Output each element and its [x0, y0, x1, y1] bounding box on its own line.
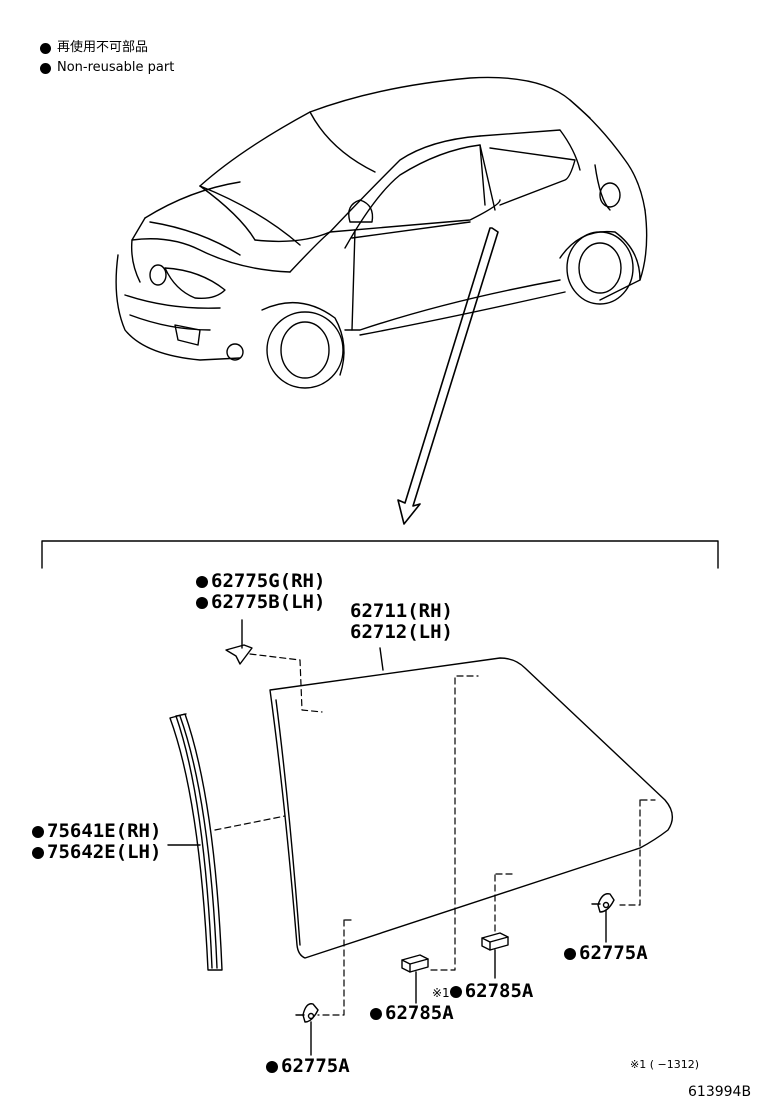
part-label-channel-rh[interactable]: 75641E(RH)	[32, 820, 161, 842]
non-reusable-bullet-icon	[370, 1008, 382, 1020]
part-label-hook-rh[interactable]: 62775G(RH)	[196, 570, 325, 592]
legend-row-jp: 再使用不可部品	[40, 38, 174, 58]
part-label-glass-lh[interactable]: 62712(LH)	[350, 621, 453, 643]
part-number: 62775A	[579, 942, 648, 964]
part-number: 62712(LH)	[350, 621, 453, 643]
pointer-arrow	[397, 227, 499, 525]
part-number: 62775B(LH)	[211, 591, 326, 613]
part-number: 62785A	[385, 1002, 454, 1024]
part-number: 75642E(LH)	[47, 841, 162, 863]
non-reusable-bullet-icon	[32, 826, 44, 838]
clip-right-drawing	[591, 893, 615, 943]
diagram-reference-number: 613994B	[688, 1084, 752, 1100]
non-reusable-bullet-icon	[32, 847, 44, 859]
part-label-glass-rh[interactable]: 62711(RH)	[350, 600, 453, 622]
vehicle-drawing	[115, 76, 648, 389]
bullet-icon	[40, 42, 51, 54]
part-label-clip-right[interactable]: 62775A	[564, 942, 648, 964]
legend: 再使用不可部品 Non-reusable part	[40, 38, 174, 78]
non-reusable-bullet-icon	[266, 1061, 278, 1073]
part-label-spacer-left[interactable]: 62785A	[370, 1002, 454, 1024]
spacer-right-drawing	[481, 932, 509, 979]
part-label-spacer-right[interactable]: ※1 62785A	[432, 980, 533, 1002]
part-number: 75641E(RH)	[47, 820, 162, 842]
part-label-hook-lh[interactable]: 62775B(LH)	[196, 591, 325, 613]
bullet-icon	[40, 62, 51, 74]
group-bracket	[41, 540, 719, 569]
footnote: ※1 ( −1312)	[630, 1058, 700, 1071]
non-reusable-bullet-icon	[196, 576, 208, 588]
non-reusable-bullet-icon	[196, 597, 208, 609]
hook-clip-drawing	[225, 619, 253, 665]
part-number: 62775A	[281, 1055, 350, 1077]
part-label-clip-left[interactable]: 62775A	[266, 1055, 350, 1077]
note-mark: ※1	[432, 986, 450, 1000]
legend-row-en: Non-reusable part	[40, 58, 174, 78]
part-number: 62775G(RH)	[211, 570, 326, 592]
part-number: 62785A	[464, 980, 534, 1002]
channel-drawing	[169, 713, 223, 971]
non-reusable-bullet-icon	[449, 986, 462, 998]
part-number: 62711(RH)	[350, 600, 453, 622]
clip-left-drawing	[295, 1003, 319, 1056]
legend-text-jp: 再使用不可部品	[57, 40, 149, 55]
non-reusable-bullet-icon	[564, 948, 576, 960]
spacer-left-drawing	[401, 954, 429, 1004]
legend-text-en: Non-reusable part	[57, 60, 175, 75]
quarter-glass	[269, 657, 673, 959]
part-label-channel-lh[interactable]: 75642E(LH)	[32, 841, 161, 863]
